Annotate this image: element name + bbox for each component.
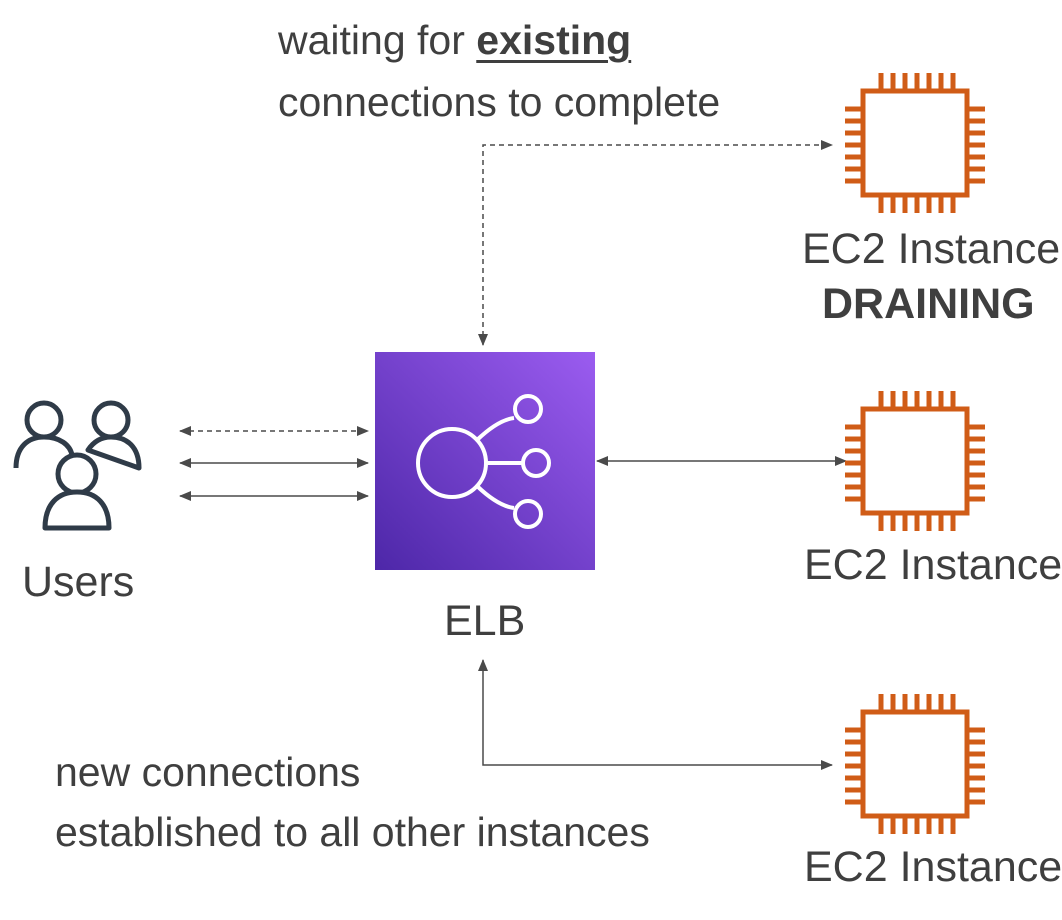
new-connections-note-line1: new connections — [55, 749, 361, 795]
elb-icon — [375, 352, 595, 570]
draining-note-emphasis: existing — [476, 17, 632, 63]
draining-connection-arrow — [478, 140, 833, 346]
ec2-bottom-label: EC2 Instance — [804, 843, 1062, 891]
new-connections-note-line2: established to all other instances — [55, 809, 650, 855]
ec2-middle-label: EC2 Instance — [804, 541, 1062, 589]
ec2-chip-icon — [845, 73, 985, 213]
ec2-top-label: EC2 Instance — [802, 225, 1061, 273]
draining-note-prefix: waiting for — [278, 17, 477, 63]
draining-note-line2: connections to complete — [278, 79, 721, 125]
ec2-chip-icon — [845, 694, 985, 834]
users-icon — [13, 400, 142, 531]
users-label: Users — [22, 558, 135, 606]
ec2-top-status: DRAINING — [822, 283, 1035, 326]
draining-status-badge: DRAINING — [822, 280, 1035, 328]
elb-label: ELB — [444, 597, 526, 645]
draining-note-line1: waiting for existing — [278, 20, 631, 61]
elb-ec2-bottom-arrow — [478, 659, 833, 770]
ec2-chip-icon — [845, 391, 985, 531]
